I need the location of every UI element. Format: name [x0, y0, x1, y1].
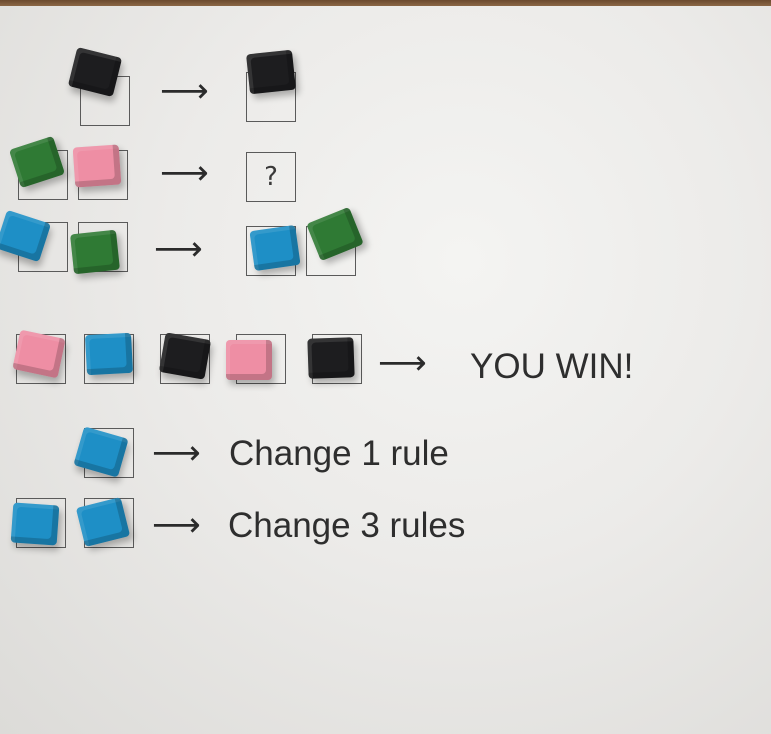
black-cube — [246, 49, 296, 95]
pink-cube — [226, 340, 272, 380]
unknown-output-box: ? — [246, 152, 296, 202]
change-1-arrow: ⟶ — [152, 433, 201, 473]
black-cube — [158, 332, 212, 380]
rule-2-arrow: ⟶ — [160, 153, 209, 193]
table-edge — [0, 0, 771, 10]
black-cube — [307, 337, 355, 379]
blue-cube — [249, 224, 301, 272]
change-1-label: Change 1 rule — [229, 434, 449, 473]
win-label: YOU WIN! — [470, 347, 634, 386]
blue-cube — [84, 332, 134, 376]
change-3-label: Change 3 rules — [228, 506, 466, 545]
rule-3-arrow: ⟶ — [154, 229, 203, 269]
blue-cube — [10, 502, 60, 546]
win-arrow: ⟶ — [378, 343, 427, 383]
pink-cube — [72, 144, 122, 188]
change-3-arrow: ⟶ — [152, 505, 201, 545]
green-cube — [70, 229, 120, 275]
rule-1-arrow: ⟶ — [160, 71, 209, 111]
